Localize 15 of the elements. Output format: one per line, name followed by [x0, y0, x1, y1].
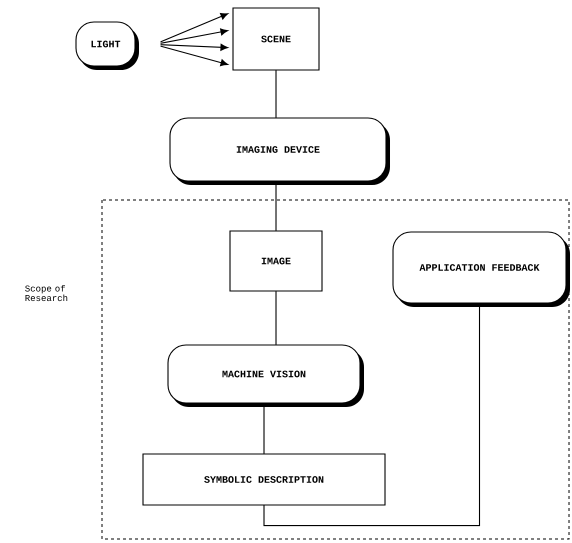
process-box: IMAGE	[229, 230, 323, 292]
arrow	[160, 28, 228, 44]
arrow	[160, 44, 228, 51]
rounded-box: IMAGING DEVICE	[169, 117, 390, 185]
process-box: SYMBOLIC DESCRIPTION	[142, 453, 386, 506]
connector-line	[275, 292, 277, 344]
arrow	[160, 13, 228, 42]
rounded-box: MACHINE VISION	[167, 344, 364, 407]
process-box: SCENE	[232, 7, 320, 71]
region-label: Scope of Research	[25, 284, 68, 302]
arrow	[160, 46, 228, 66]
rounded-box: APPLICATION FEEDBACK	[392, 231, 570, 307]
rounded-box: LIGHT	[75, 21, 139, 70]
connector-line	[275, 70, 277, 118]
scope-region	[102, 200, 570, 540]
